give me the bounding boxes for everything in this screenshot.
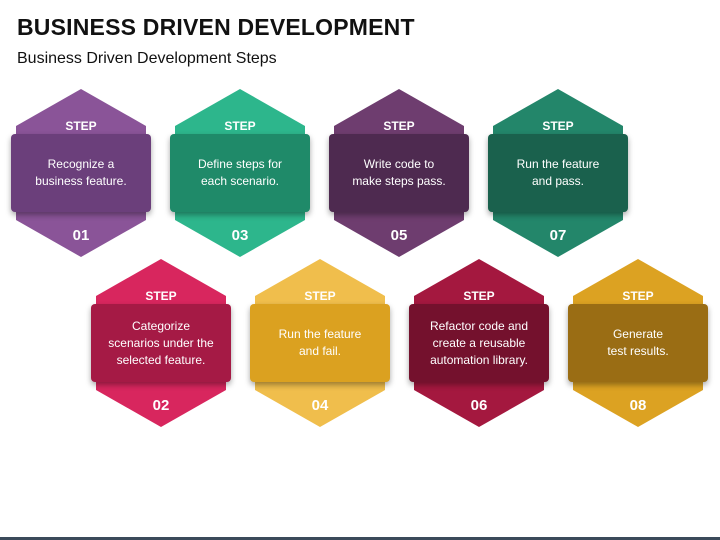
step-06-label: STEP [463, 289, 495, 303]
step-08-label: STEP [622, 289, 654, 303]
step-02-label: STEP [145, 289, 177, 303]
step-07-description: Run the feature and pass. [516, 157, 600, 188]
step-05-panel: Write code to make steps pass. [329, 134, 469, 212]
page-subtitle: Business Driven Development Steps [17, 50, 277, 67]
step-06-number: 06 [470, 397, 488, 414]
step-07-label: STEP [542, 119, 574, 133]
step-01-card: STEP Recognize a business feature. 01 [11, 89, 151, 257]
step-08-panel: Generate test results. [568, 304, 708, 382]
step-05-number: 05 [390, 227, 408, 244]
step-07-card: STEP Run the feature and pass. 07 [488, 89, 628, 257]
step-03-card: STEP Define steps for each scenario. 03 [170, 89, 310, 257]
step-02-number: 02 [152, 397, 170, 414]
step-05-description: Write code to make steps pass. [352, 157, 446, 188]
step-08-card: STEP Generate test results. 08 [568, 259, 708, 427]
step-06-card: STEP Refactor code and create a reusable… [409, 259, 549, 427]
step-02-panel: Categorize scenarios under the selected … [91, 304, 231, 382]
step-04-number: 04 [311, 397, 329, 414]
step-01-description: Recognize a business feature. [35, 157, 127, 188]
step-03-description: Define steps for each scenario. [197, 157, 283, 188]
step-01-number: 01 [72, 227, 90, 244]
step-03-number: 03 [231, 227, 249, 244]
step-07-number: 07 [549, 227, 567, 244]
step-02-description: Categorize scenarios under the selected … [108, 318, 214, 367]
step-01-panel: Recognize a business feature. [11, 134, 151, 212]
step-01-label: STEP [65, 119, 97, 133]
step-06-description: Refactor code and create a reusable auto… [429, 318, 529, 367]
step-05-card: STEP Write code to make steps pass. 05 [329, 89, 469, 257]
step-05-label: STEP [383, 119, 415, 133]
bottom-border [0, 537, 720, 540]
step-08-number: 08 [629, 397, 647, 414]
step-04-panel: Run the feature and fail. [250, 304, 390, 382]
step-06-panel: Refactor code and create a reusable auto… [409, 304, 549, 382]
step-08-description: Generate test results. [607, 327, 669, 358]
page-title: BUSINESS DRIVEN DEVELOPMENT [17, 14, 415, 40]
step-07-panel: Run the feature and pass. [488, 134, 628, 212]
step-02-card: STEP Categorize scenarios under the sele… [91, 259, 231, 427]
step-04-description: Run the feature and fail. [278, 327, 362, 358]
step-04-card: STEP Run the feature and fail. 04 [250, 259, 390, 427]
step-03-label: STEP [224, 119, 256, 133]
step-03-panel: Define steps for each scenario. [170, 134, 310, 212]
step-04-label: STEP [304, 289, 336, 303]
